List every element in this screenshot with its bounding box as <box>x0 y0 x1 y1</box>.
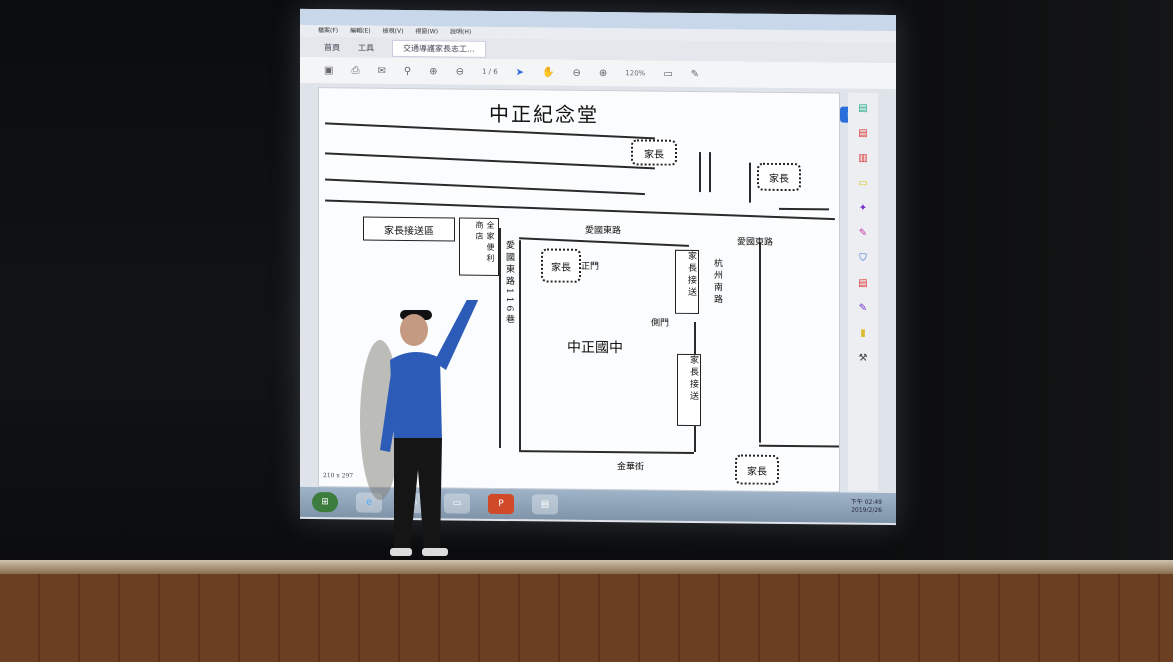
shoe <box>422 548 448 556</box>
side-gate-label: 側門 <box>651 318 670 329</box>
hand-icon[interactable]: ✋ <box>542 66 555 79</box>
street-label: 杭州南路 <box>712 258 722 307</box>
stage-front <box>0 574 1173 662</box>
road-line <box>499 227 501 448</box>
zoom-out-icon[interactable]: ⊖ <box>572 67 581 79</box>
export-icon[interactable]: ▤ <box>858 102 868 114</box>
tab-document[interactable]: 交通導護家長志工... <box>392 39 486 58</box>
stage-edge <box>0 560 1173 574</box>
street-label: 金華街 <box>617 462 645 473</box>
save-icon[interactable]: ▣ <box>324 64 334 76</box>
street-label: 愛國東路 <box>737 237 774 248</box>
print-icon[interactable]: ⎙ <box>351 64 360 77</box>
clock-date: 2019/2/26 <box>851 506 882 514</box>
road-line <box>749 162 751 203</box>
pdf-icon[interactable]: ▤ <box>858 277 868 289</box>
pickup-zone-box: 家長接送 <box>677 353 701 427</box>
road-line <box>519 450 694 455</box>
sign-icon[interactable]: ✎ <box>858 302 868 314</box>
tools-pane: ▤ ▤ ▥ ▭ ✦ ✎ ⛉ ▤ ✎ ▮ ⚒ <box>848 92 878 491</box>
street-label: 愛國東路 <box>585 225 622 237</box>
start-icon[interactable]: ⊞ <box>312 492 338 513</box>
toolbar: ▣ ⎙ ✉ ⚲ ⊕ ⊖ 1 / 6 ➤ ✋ ⊖ ⊕ 120% ▭ ✎ <box>300 56 896 90</box>
page-up-icon[interactable]: ⊕ <box>429 65 438 77</box>
pickup-zone-box: 家長接送 <box>675 249 699 315</box>
presenter-figure <box>360 300 479 556</box>
road-line <box>709 152 711 193</box>
main-gate-label: 正門 <box>581 261 600 273</box>
parent-marker: 家長 <box>735 454 779 485</box>
tab-tools[interactable]: 工具 <box>358 42 374 53</box>
fill-sign-icon[interactable]: ✎ <box>858 227 868 239</box>
tab-home[interactable]: 首頁 <box>324 42 340 52</box>
pickup-area-box: 家長接送區 <box>363 216 455 242</box>
stage-curtain <box>880 0 1173 560</box>
parent-marker: 家長 <box>757 162 801 192</box>
zoom-level[interactable]: 120% <box>625 69 646 78</box>
menu-edit[interactable]: 編輯(E) <box>350 27 371 35</box>
road-line <box>699 152 701 193</box>
zoom-in-icon[interactable]: ⊕ <box>598 67 608 79</box>
search-icon[interactable]: ⚲ <box>403 65 412 77</box>
parent-marker: 家長 <box>631 139 677 166</box>
page-size-label: 210 x 297 <box>323 472 354 480</box>
convenience-store-box: 全家便利商店 <box>459 217 499 276</box>
tools-icon[interactable]: ⚒ <box>858 352 868 364</box>
document-icon[interactable]: ▤ <box>532 494 558 515</box>
menu-view[interactable]: 檢視(V) <box>382 27 404 35</box>
road-line <box>519 237 689 247</box>
stamp-icon[interactable]: ✦ <box>858 202 868 214</box>
shoe <box>390 548 412 556</box>
lower-arm <box>380 366 402 452</box>
organize-icon[interactable]: ▥ <box>858 152 868 164</box>
page-indicator: 1 / 6 <box>481 67 498 76</box>
protect-icon[interactable]: ⛉ <box>859 252 867 264</box>
comment-tool-icon[interactable]: ▭ <box>858 177 868 189</box>
folder-icon[interactable]: ▮ <box>860 327 866 339</box>
trousers <box>394 438 442 550</box>
map-title: 中正紀念堂 <box>489 101 599 128</box>
menu-file[interactable]: 檔案(F) <box>318 27 339 35</box>
taskbar-clock: 下午 02:49 2019/2/26 <box>851 499 882 515</box>
menu-help[interactable]: 說明(H) <box>450 28 472 36</box>
shirt <box>390 351 442 440</box>
road-line <box>759 242 761 443</box>
road-line <box>325 152 655 170</box>
menu-window[interactable]: 視窗(W) <box>415 28 439 36</box>
road-line <box>325 178 645 196</box>
comment-icon[interactable]: ▭ <box>663 68 673 80</box>
road-line <box>519 240 521 451</box>
street-label: 愛國東路116巷 <box>504 240 514 327</box>
mail-icon[interactable]: ✉ <box>377 65 386 77</box>
page-down-icon[interactable]: ⊖ <box>455 66 464 78</box>
cursor-icon[interactable]: ➤ <box>515 66 525 78</box>
road-line <box>759 444 839 448</box>
school-label: 中正國中 <box>567 339 623 357</box>
raised-arm <box>434 300 479 370</box>
parent-marker: 家長 <box>541 248 581 283</box>
head <box>400 314 428 346</box>
create-icon[interactable]: ▤ <box>858 127 868 139</box>
pen-icon[interactable]: ✎ <box>690 68 700 80</box>
road-line <box>779 207 829 211</box>
powerpoint-icon[interactable]: P <box>488 493 514 515</box>
